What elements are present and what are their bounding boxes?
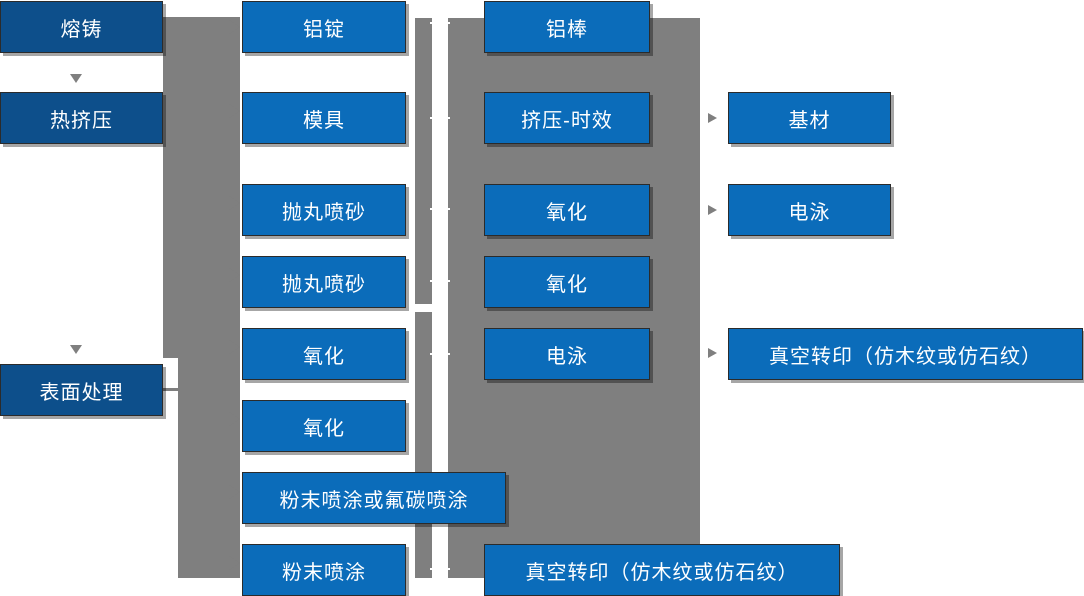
process-label: 氧化 <box>303 345 345 368</box>
arrow-trunk-to-powder-fluorocarbon <box>229 485 240 499</box>
tick-row-1 <box>430 22 450 24</box>
stage-label: 熔铸 <box>60 18 103 41</box>
tick-row-4 <box>430 280 450 282</box>
process-box-oxidation-3[interactable]: 氧化 <box>484 184 650 236</box>
tick-row-3 <box>430 208 450 210</box>
process-label: 电泳 <box>546 345 588 368</box>
arrow-down-melt-to-extrude <box>70 74 82 83</box>
process-box-aluminum-ingot[interactable]: 铝锭 <box>242 1 406 53</box>
connector-surface-stub <box>163 388 181 391</box>
process-label: 铝棒 <box>546 18 588 41</box>
connector-middle-bar-lower <box>415 312 432 578</box>
process-box-aluminum-bar[interactable]: 铝棒 <box>484 1 650 53</box>
process-box-oxidation-2[interactable]: 氧化 <box>242 400 406 452</box>
arrow-trunk-to-mould <box>229 104 240 118</box>
tick-row-6 <box>430 568 450 570</box>
arrow-trunk-to-ingot <box>229 20 240 34</box>
process-box-vacuum-transfer-mid[interactable]: 真空转印（仿木纹或仿石纹） <box>484 544 840 596</box>
connector-middle-bar-upper <box>415 18 432 304</box>
output-label: 基材 <box>788 109 831 132</box>
process-box-electrophoresis-mid[interactable]: 电泳 <box>484 328 650 380</box>
process-label: 抛丸喷砂 <box>282 201 366 224</box>
process-box-extrusion-aging[interactable]: 挤压-时效 <box>484 92 650 144</box>
arrow-trunk-to-oxidation-1 <box>229 340 240 354</box>
stage-label: 表面处理 <box>39 381 124 404</box>
process-box-mould[interactable]: 模具 <box>242 92 406 144</box>
stage-label: 热挤压 <box>50 109 113 132</box>
arrow-block-to-electrophoresis <box>708 205 717 215</box>
process-label: 铝锭 <box>303 18 345 41</box>
stage-box-melting-casting[interactable]: 熔铸 <box>0 1 163 53</box>
process-label: 粉末喷涂 <box>282 561 366 584</box>
process-label: 抛丸喷砂 <box>282 273 366 296</box>
output-label: 真空转印（仿木纹或仿石纹） <box>769 345 1042 368</box>
output-box-electrophoresis[interactable]: 电泳 <box>728 184 891 236</box>
output-box-substrate[interactable]: 基材 <box>728 92 891 144</box>
process-label: 粉末喷涂或氟碳喷涂 <box>279 489 469 512</box>
output-box-vacuum-transfer[interactable]: 真空转印（仿木纹或仿石纹） <box>728 328 1083 380</box>
arrow-trunk-to-shotblast-1 <box>229 196 240 210</box>
connector-left-trunk-lower <box>178 358 240 578</box>
arrow-trunk-to-oxidation-2 <box>229 412 240 426</box>
process-label: 挤压-时效 <box>521 109 613 132</box>
arrow-block-to-vacuum-transfer <box>708 348 717 358</box>
process-label: 模具 <box>303 109 345 132</box>
arrow-trunk-to-shotblast-2 <box>229 268 240 282</box>
tick-row-2 <box>430 117 450 119</box>
process-label: 氧化 <box>546 201 588 224</box>
arrow-block-to-substrate <box>708 113 717 123</box>
output-label: 电泳 <box>788 201 831 224</box>
process-box-shot-blasting-1[interactable]: 抛丸喷砂 <box>242 184 406 236</box>
process-box-oxidation-4[interactable]: 氧化 <box>484 256 650 308</box>
process-label: 氧化 <box>303 417 345 440</box>
process-box-oxidation-1[interactable]: 氧化 <box>242 328 406 380</box>
process-box-powder-coating[interactable]: 粉末喷涂 <box>242 544 406 596</box>
stage-box-hot-extrusion[interactable]: 热挤压 <box>0 92 163 144</box>
stage-box-surface-treatment[interactable]: 表面处理 <box>0 364 163 416</box>
arrow-trunk-to-powder-coating <box>229 556 240 570</box>
tick-row-5 <box>430 353 450 355</box>
arrow-down-extrude-to-surface <box>70 345 82 354</box>
process-box-shot-blasting-2[interactable]: 抛丸喷砂 <box>242 256 406 308</box>
connector-left-trunk-upper <box>163 17 240 358</box>
process-label: 真空转印（仿木纹或仿石纹） <box>525 561 799 584</box>
process-box-powder-or-fluorocarbon-coating[interactable]: 粉末喷涂或氟碳喷涂 <box>242 472 506 524</box>
process-label: 氧化 <box>546 273 588 296</box>
